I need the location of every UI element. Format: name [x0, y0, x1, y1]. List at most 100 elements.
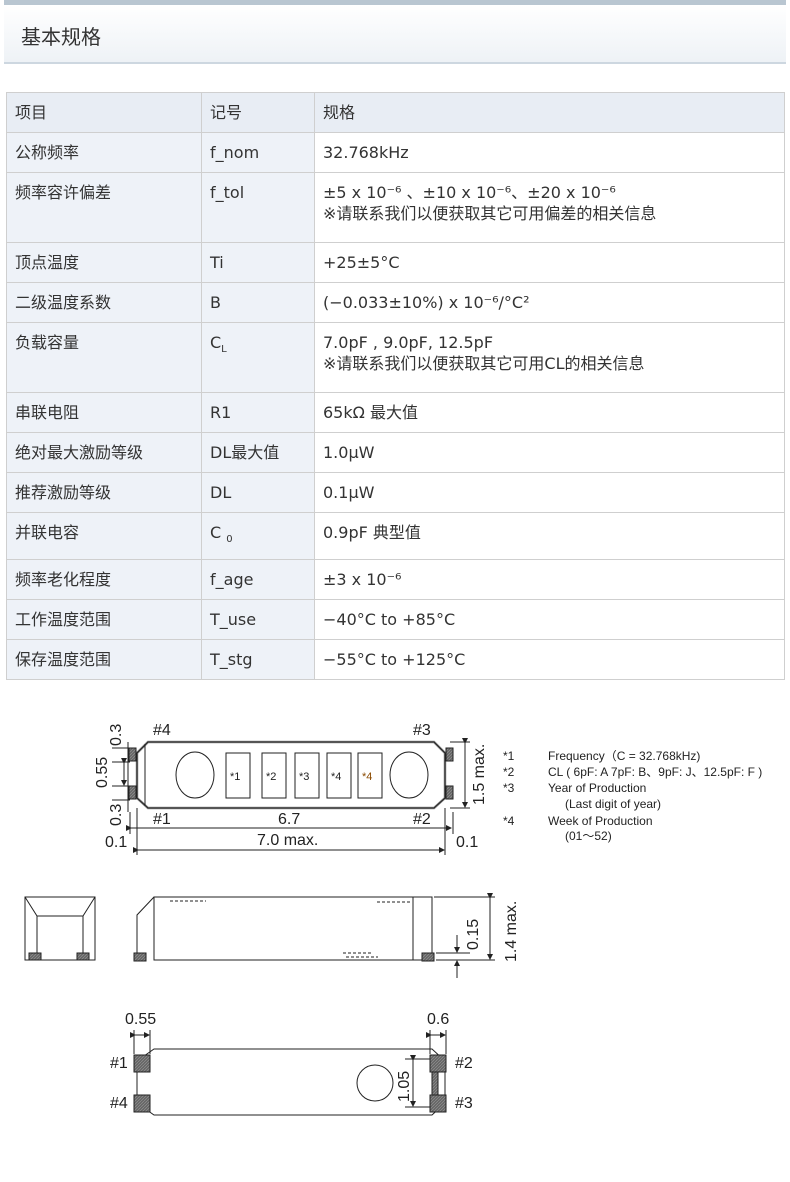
svg-text:*1: *1 [503, 749, 515, 763]
svg-text:#2: #2 [413, 811, 431, 828]
table-row: 推荐激励等级 DL 0.1μW [6, 472, 785, 513]
svg-text:*4: *4 [362, 771, 372, 783]
spec-cell: 0.9pF 典型值 [314, 511, 785, 561]
svg-text:(01～52): (01～52) [565, 829, 612, 843]
spec-note: ※请联系我们以便获取其它可用偏差的相关信息 [323, 204, 657, 223]
spec-cell: −55°C to +125°C [314, 639, 785, 681]
spec-value: 7.0pF , 9.0pF, 12.5pF [323, 333, 494, 352]
svg-text:*2: *2 [266, 771, 276, 783]
svg-text:#3: #3 [413, 722, 431, 739]
svg-text:Week of Production: Week of Production [548, 814, 653, 828]
item-cell: 保存温度范围 [6, 639, 202, 681]
svg-text:0.6: 0.6 [427, 1011, 449, 1028]
item-cell: 公称频率 [6, 132, 202, 173]
symbol-text: C [210, 333, 222, 352]
item-cell: 工作温度范围 [6, 599, 202, 641]
pad-1 [128, 785, 137, 800]
item-cell: 频率容许偏差 [6, 172, 202, 243]
symbol-text: T_use [210, 610, 257, 630]
header-item: 项目 [6, 92, 202, 133]
svg-text:0.1: 0.1 [456, 834, 478, 851]
svg-text:0.55: 0.55 [125, 1011, 156, 1028]
symbol-cell: R1 [201, 392, 315, 433]
spec-value: ±3 x 10⁻⁶ [323, 570, 402, 590]
item-cell: 二级温度系数 [6, 282, 202, 323]
header-spec: 规格 [314, 92, 785, 133]
spec-cell: 32.768kHz [314, 132, 785, 173]
side-views [24, 893, 495, 978]
symbol-text: DL最大值 [210, 443, 280, 462]
svg-text:#1: #1 [153, 811, 171, 828]
symbol-subscript: L [221, 344, 227, 356]
spec-note: ※请联系我们以便获取其它可用CL的相关信息 [323, 354, 645, 373]
spec-value: −40°C to +85°C [323, 610, 456, 630]
svg-text:0.15: 0.15 [465, 919, 482, 950]
bottom-view [130, 1030, 447, 1116]
svg-text:CL ( 6pF: A 7pF: B、9pF: J、12.: CL ( 6pF: A 7pF: B、9pF: J、12.5pF: F ) [548, 765, 762, 779]
spec-cell: 7.0pF , 9.0pF, 12.5pF ※请联系我们以便获取其它可用CL的相关… [314, 322, 785, 393]
symbol-cell: DL最大值 [201, 432, 315, 473]
svg-text:Frequency（C = 32.768kHz): Frequency（C = 32.768kHz) [548, 749, 700, 763]
svg-text:*3: *3 [299, 771, 309, 783]
spec-cell: 1.0μW [314, 432, 785, 473]
svg-text:#2: #2 [455, 1055, 473, 1072]
item-cell: 推荐激励等级 [6, 472, 202, 513]
spec-cell: 0.1μW [314, 472, 785, 513]
spec-cell: +25±5°C [314, 242, 785, 283]
svg-text:#4: #4 [153, 722, 171, 739]
svg-text:Year of Production: Year of Production [548, 781, 646, 795]
item-cell: 绝对最大激励等级 [6, 432, 202, 473]
symbol-cell: C 0 [201, 511, 315, 561]
symbol-cell: f_nom [201, 132, 315, 173]
svg-text:*1: *1 [230, 771, 240, 783]
svg-text:0.3: 0.3 [108, 804, 125, 826]
table-header-row: 项目 记号 规格 [6, 92, 785, 133]
table-row: 工作温度范围 T_use −40°C to +85°C [6, 599, 785, 641]
svg-text:1.4 max.: 1.4 max. [503, 901, 520, 962]
table-row: 顶点温度 Ti +25±5°C [6, 242, 785, 283]
svg-text:6.7: 6.7 [278, 811, 300, 828]
symbol-cell: DL [201, 472, 315, 513]
spec-value: +25±5°C [323, 253, 400, 272]
svg-text:#3: #3 [455, 1095, 473, 1112]
item-cell: 频率老化程度 [6, 559, 202, 601]
svg-text:0.3: 0.3 [108, 724, 125, 746]
item-cell: 串联电阻 [6, 392, 202, 433]
symbol-cell: CL [201, 322, 315, 393]
symbol-cell: f_age [201, 559, 315, 601]
spec-value: −55°C to +125°C [323, 650, 466, 670]
section-header: 基本规格 [4, 5, 786, 64]
symbol-text: f_nom [210, 143, 260, 162]
symbol-subscript: 0 [226, 534, 233, 546]
item-cell: 负载容量 [6, 322, 202, 393]
item-cell: 并联电容 [6, 511, 202, 561]
item-cell: 顶点温度 [6, 242, 202, 283]
svg-text:1.05: 1.05 [396, 1071, 413, 1102]
spec-value: 1.0μW [323, 443, 375, 462]
symbol-text: DL [210, 483, 232, 502]
svg-text:7.0 max.: 7.0 max. [257, 832, 318, 849]
symbol-text: f_age [210, 570, 254, 590]
symbol-text: C [210, 523, 227, 542]
section-title: 基本规格 [21, 25, 101, 49]
spec-value: (−0.033±10%) x 10⁻⁶/°C² [323, 293, 530, 312]
pad-4 [128, 747, 137, 762]
svg-text:*4: *4 [503, 814, 515, 828]
symbol-text: Ti [210, 253, 224, 272]
top-view-labels: #4 #3 #1 #2 6.7 7.0 max. 0.1 0.1 0.3 0.5… [94, 722, 488, 851]
svg-text:*4: *4 [331, 771, 341, 783]
svg-text:(Last digit of year): (Last digit of year) [565, 797, 661, 811]
symbol-text: R1 [210, 403, 232, 422]
spec-cell: 65kΩ 最大值 [314, 392, 785, 433]
pad-2 [445, 785, 454, 800]
spec-cell: ±3 x 10⁻⁶ [314, 559, 785, 601]
top-bar [4, 0, 786, 5]
svg-text:0.55: 0.55 [94, 757, 111, 788]
top-view [112, 738, 470, 855]
